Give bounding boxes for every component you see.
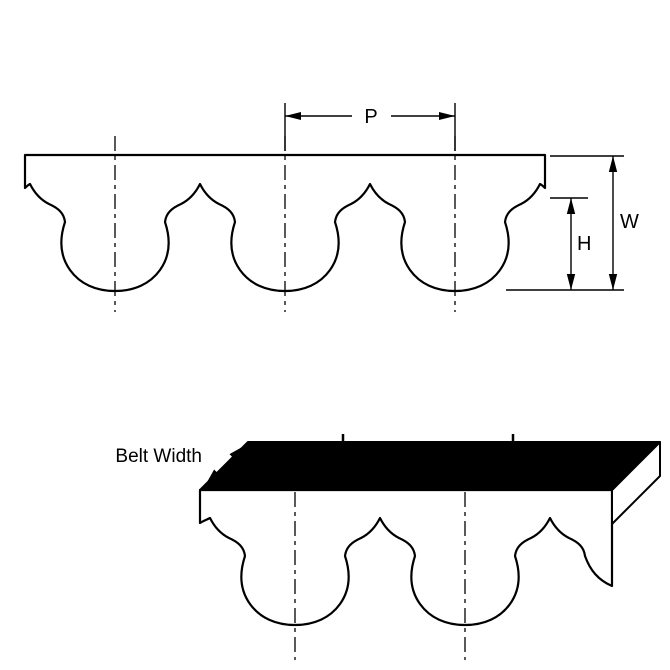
pitch-label: P: [364, 106, 377, 128]
belt-width-arrowhead-upper: [229, 446, 244, 461]
pitch-arrowhead-right: [439, 112, 455, 120]
belt-width-arrowhead-lower: [206, 469, 221, 484]
pitch-arrowhead-left: [285, 112, 301, 120]
width-arrowhead-bottom: [608, 274, 618, 290]
profile-view: [23, 136, 547, 312]
height-dimension: H: [550, 197, 591, 290]
belt-width-label: Belt Width: [115, 446, 202, 467]
width-dimension: W: [506, 155, 639, 291]
perspective-view: Belt Width: [115, 434, 661, 660]
pitch-dimension: P: [284, 103, 456, 151]
width-label: W: [620, 211, 639, 233]
height-label: H: [577, 233, 591, 255]
belt-front-profile: [198, 488, 614, 627]
width-arrowhead-top: [608, 156, 618, 172]
belt-top-face: [199, 441, 661, 491]
height-arrowhead-top: [566, 198, 576, 214]
belt-width-dimension: Belt Width: [115, 446, 244, 484]
height-arrowhead-bottom: [566, 274, 576, 290]
